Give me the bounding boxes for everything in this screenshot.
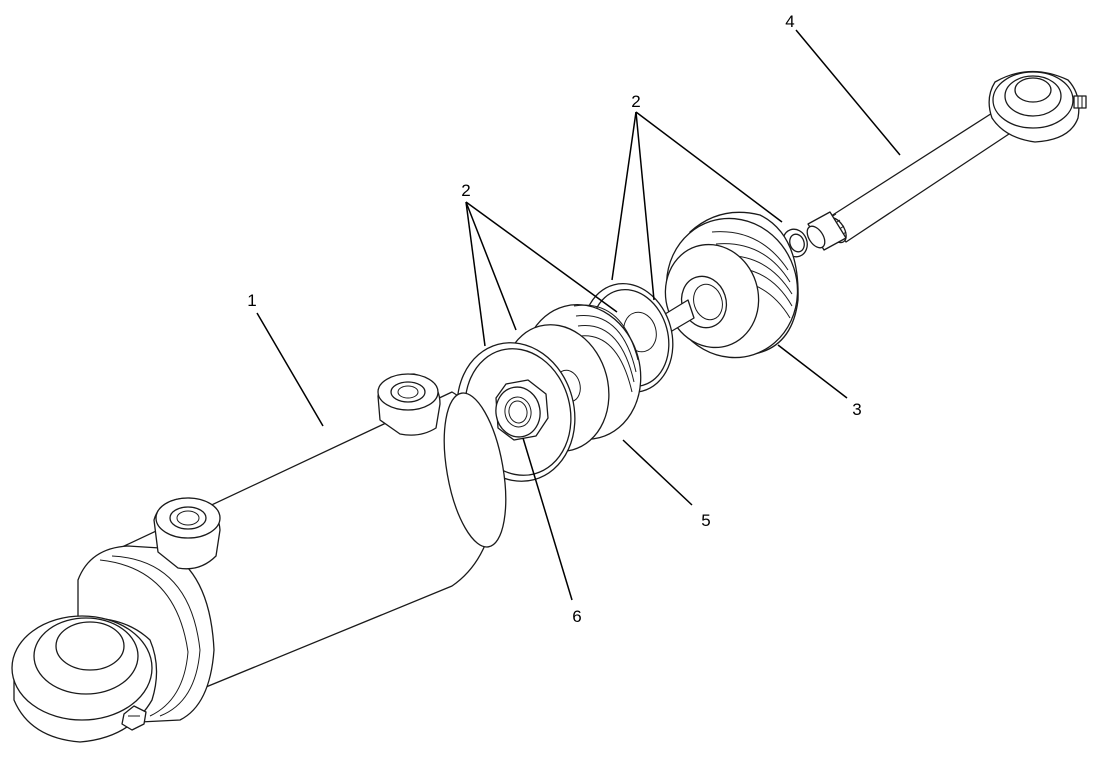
callout-1: 1: [247, 291, 256, 310]
leader-2-left-a: [465, 201, 486, 347]
gland: [648, 211, 799, 359]
callout-5: 5: [701, 511, 710, 530]
leader-lines: [256, 29, 901, 601]
leader-2-left-c: [465, 201, 618, 313]
leader-1: [256, 312, 324, 427]
leader-2-right-b: [635, 111, 655, 301]
piston-rod: [806, 107, 1016, 251]
callout-4: 4: [785, 12, 794, 31]
leader-2-left-b: [465, 201, 517, 331]
rod-end-eye: [988, 70, 1087, 143]
leader-2-right-c: [635, 111, 783, 223]
lock-nut: [495, 379, 549, 441]
callout-2-left: 2: [461, 181, 470, 200]
leader-6: [522, 437, 573, 601]
leader-5: [622, 439, 693, 506]
callout-3: 3: [852, 400, 861, 419]
callout-2-right: 2: [631, 92, 640, 111]
leader-2-right-a: [611, 111, 637, 281]
cylinder-eye-mount: [11, 615, 158, 743]
port-boss-rear: [153, 497, 221, 570]
leader-4: [795, 29, 901, 156]
leader-3: [777, 344, 848, 399]
callout-6: 6: [572, 607, 581, 626]
port-boss-front: [377, 373, 441, 436]
